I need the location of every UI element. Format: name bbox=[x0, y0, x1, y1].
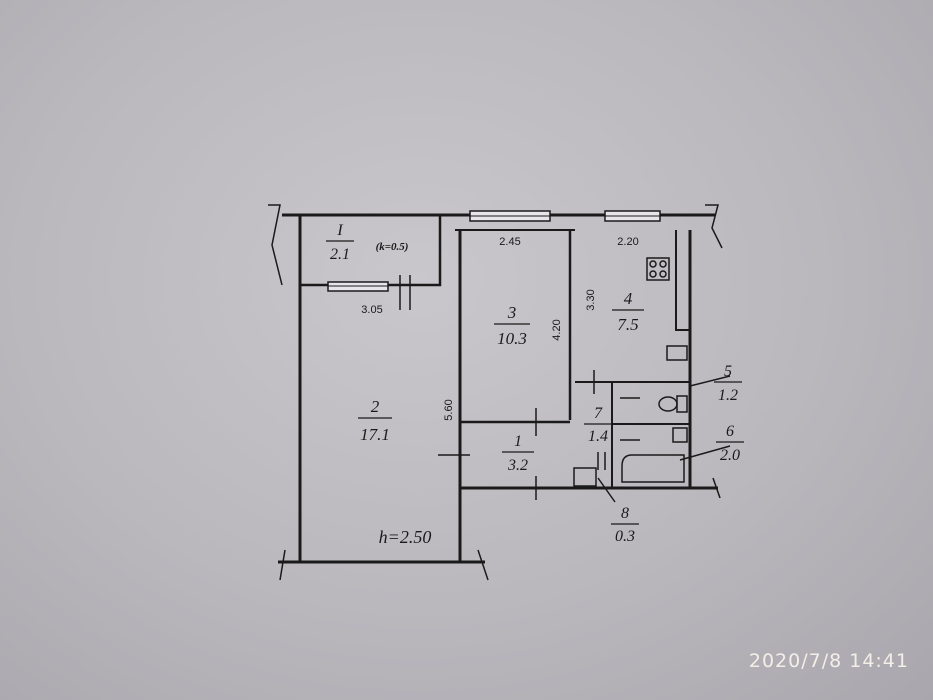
closet-mark bbox=[573, 467, 597, 487]
room-area-toilet: 1.2 bbox=[718, 387, 738, 404]
dimension-living-depth: 5.60 bbox=[443, 399, 455, 420]
toilet-icon bbox=[658, 396, 678, 412]
room-area-closet: 0.3 bbox=[615, 528, 635, 545]
washbasin-icon bbox=[672, 427, 688, 443]
room-area-bath: 2.0 bbox=[720, 447, 740, 464]
room-area-corridor: 1.4 bbox=[588, 428, 608, 445]
room-number-bedroom: 3 bbox=[507, 303, 517, 322]
room-number-living: 2 bbox=[371, 397, 380, 416]
dimension-bedroom-width: 2.45 bbox=[499, 236, 520, 248]
stove-icon bbox=[646, 257, 670, 281]
kitchen-sink-icon bbox=[666, 345, 688, 361]
room-area-hall: 3.2 bbox=[507, 457, 528, 474]
room-area-kitchen: 7.5 bbox=[617, 315, 638, 334]
room-area-bedroom: 10.3 bbox=[497, 329, 527, 348]
photo-timestamp: 2020/7/8 14:41 bbox=[748, 650, 909, 672]
room-number-hall: 1 bbox=[514, 433, 522, 450]
room-number-kitchen: 4 bbox=[624, 289, 633, 308]
room-number-closet: 8 bbox=[621, 505, 629, 522]
bathtub-icon bbox=[621, 454, 685, 483]
balcony-coefficient: (k=0.5) bbox=[376, 241, 409, 253]
room-number-corridor: 7 bbox=[594, 405, 603, 422]
dimension-bedroom-depth: 4.20 bbox=[551, 319, 563, 340]
room-area-balcony: 2.1 bbox=[330, 246, 350, 263]
dimension-kitchen-depth: 3.30 bbox=[585, 289, 597, 310]
dimension-balcony-width: 3.05 bbox=[361, 304, 382, 316]
room-area-living: 17.1 bbox=[360, 425, 390, 444]
dimension-kitchen-width: 2.20 bbox=[617, 236, 638, 248]
room-number-toilet: 5 bbox=[724, 363, 732, 380]
ceiling-height: h=2.50 bbox=[379, 527, 432, 547]
room-number-bath: 6 bbox=[726, 423, 734, 440]
room-number-balcony: I bbox=[336, 222, 343, 239]
